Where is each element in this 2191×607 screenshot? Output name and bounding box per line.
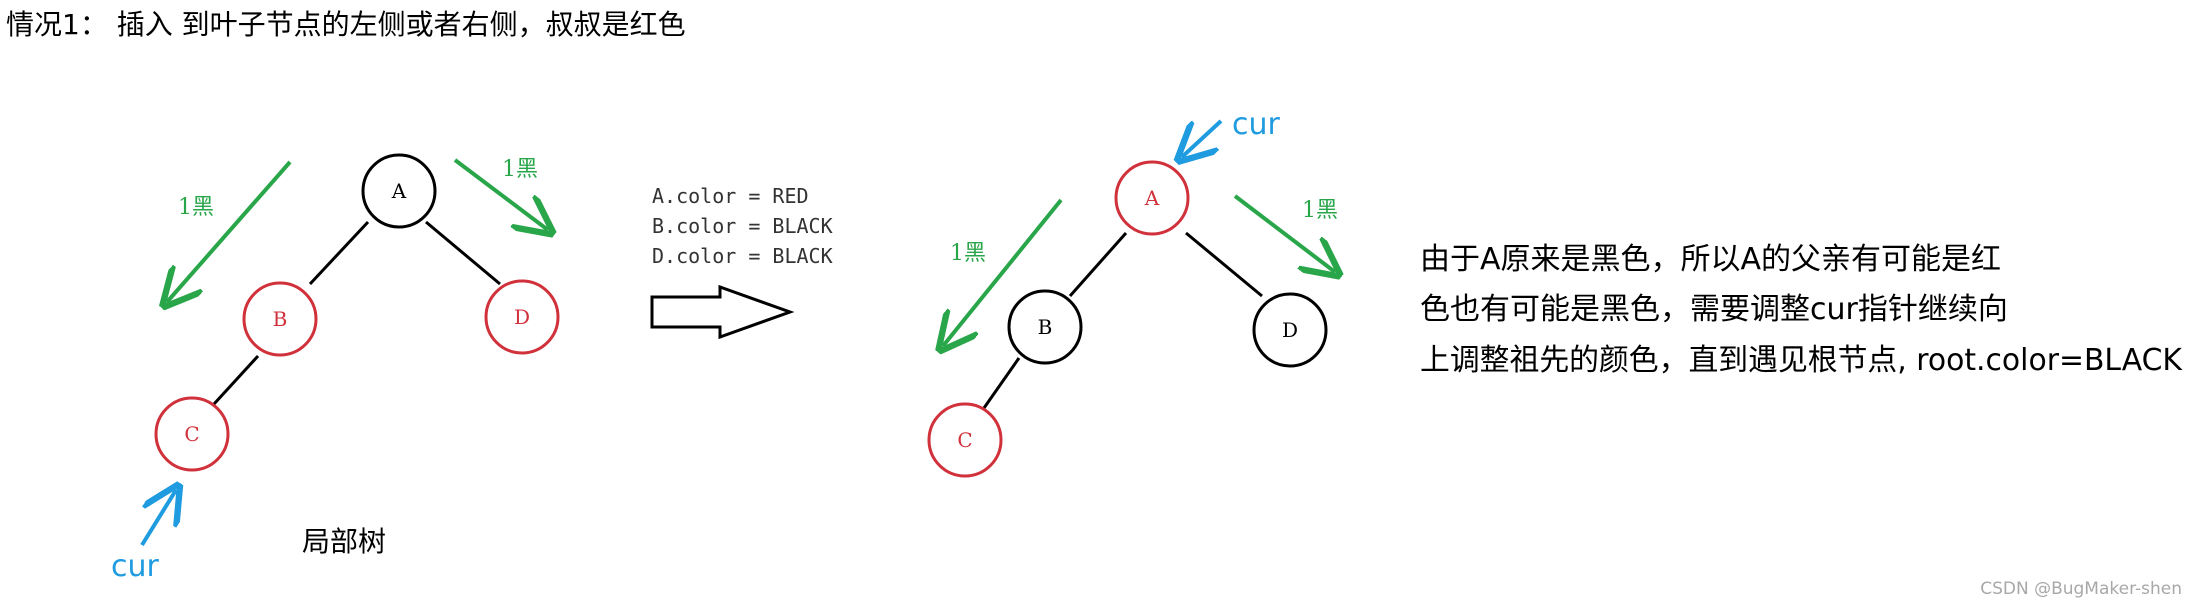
cur-pointer-icon [1182, 119, 1223, 157]
left-tree: A B D C 1黑 1黑 cur 局部树 [111, 153, 560, 584]
node-label: D [1282, 318, 1298, 342]
tree-node-d: D [484, 279, 560, 355]
subtree-caption: 局部树 [302, 525, 386, 558]
node-label: C [957, 428, 972, 452]
note-line: D.color = BLACK [652, 244, 833, 268]
green-arrow-icon [453, 158, 548, 230]
black-height-label: 1黑 [502, 157, 538, 182]
note-line: A.color = RED [652, 184, 809, 208]
edge-b-c [212, 354, 260, 406]
tree-node-c: C [927, 402, 1003, 478]
explanation-line: 色也有可能是黑色，需要调整cur指针继续向 [1420, 292, 2008, 327]
right-arrow-icon [650, 284, 795, 340]
edge-a-d [425, 220, 501, 286]
tree-node-a: A [1114, 160, 1190, 236]
tree-node-b: B [242, 281, 318, 357]
right-tree: A B D C 1黑 1黑 cur [927, 107, 1338, 478]
green-arrow-icon [1233, 194, 1335, 272]
green-arrow-icon [167, 160, 292, 302]
edge-b-c [982, 357, 1021, 409]
green-arrow-icon [943, 198, 1063, 346]
node-label: A [391, 179, 407, 203]
watermark: CSDN @BugMaker-shen [1980, 579, 2182, 599]
tree-node-a: A [361, 153, 437, 229]
tree-node-b: B [1007, 289, 1083, 365]
edge-a-b [308, 220, 370, 286]
note-line: B.color = BLACK [652, 214, 833, 238]
node-label: B [273, 307, 288, 331]
cur-label: cur [111, 549, 160, 584]
explanation-text: 由于A原来是黑色，所以A的父亲有可能是红 色也有可能是黑色，需要调整cur指针继… [1420, 242, 2183, 378]
node-label: D [514, 305, 530, 329]
cur-pointer-icon [140, 490, 176, 547]
explanation-line: 上调整祖先的颜色，直到遇见根节点, root.color=BLACK [1420, 343, 2183, 378]
cur-label: cur [1232, 107, 1281, 142]
black-height-label: 1黑 [950, 241, 986, 266]
node-label: B [1038, 315, 1053, 339]
page-title: 情况1： 插入 到叶子节点的左侧或者右侧，叔叔是红色 [6, 8, 686, 41]
edge-a-d [1185, 231, 1263, 298]
tree-node-c: C [154, 396, 230, 472]
color-change-notes: A.color = RED B.color = BLACK D.color = … [652, 184, 833, 268]
tree-node-d: D [1252, 292, 1328, 368]
node-label: A [1144, 186, 1160, 210]
edge-a-b [1068, 232, 1128, 297]
black-height-label: 1黑 [178, 195, 214, 220]
black-height-label: 1黑 [1302, 198, 1338, 223]
node-label: C [184, 422, 199, 446]
explanation-line: 由于A原来是黑色，所以A的父亲有可能是红 [1420, 242, 2001, 277]
